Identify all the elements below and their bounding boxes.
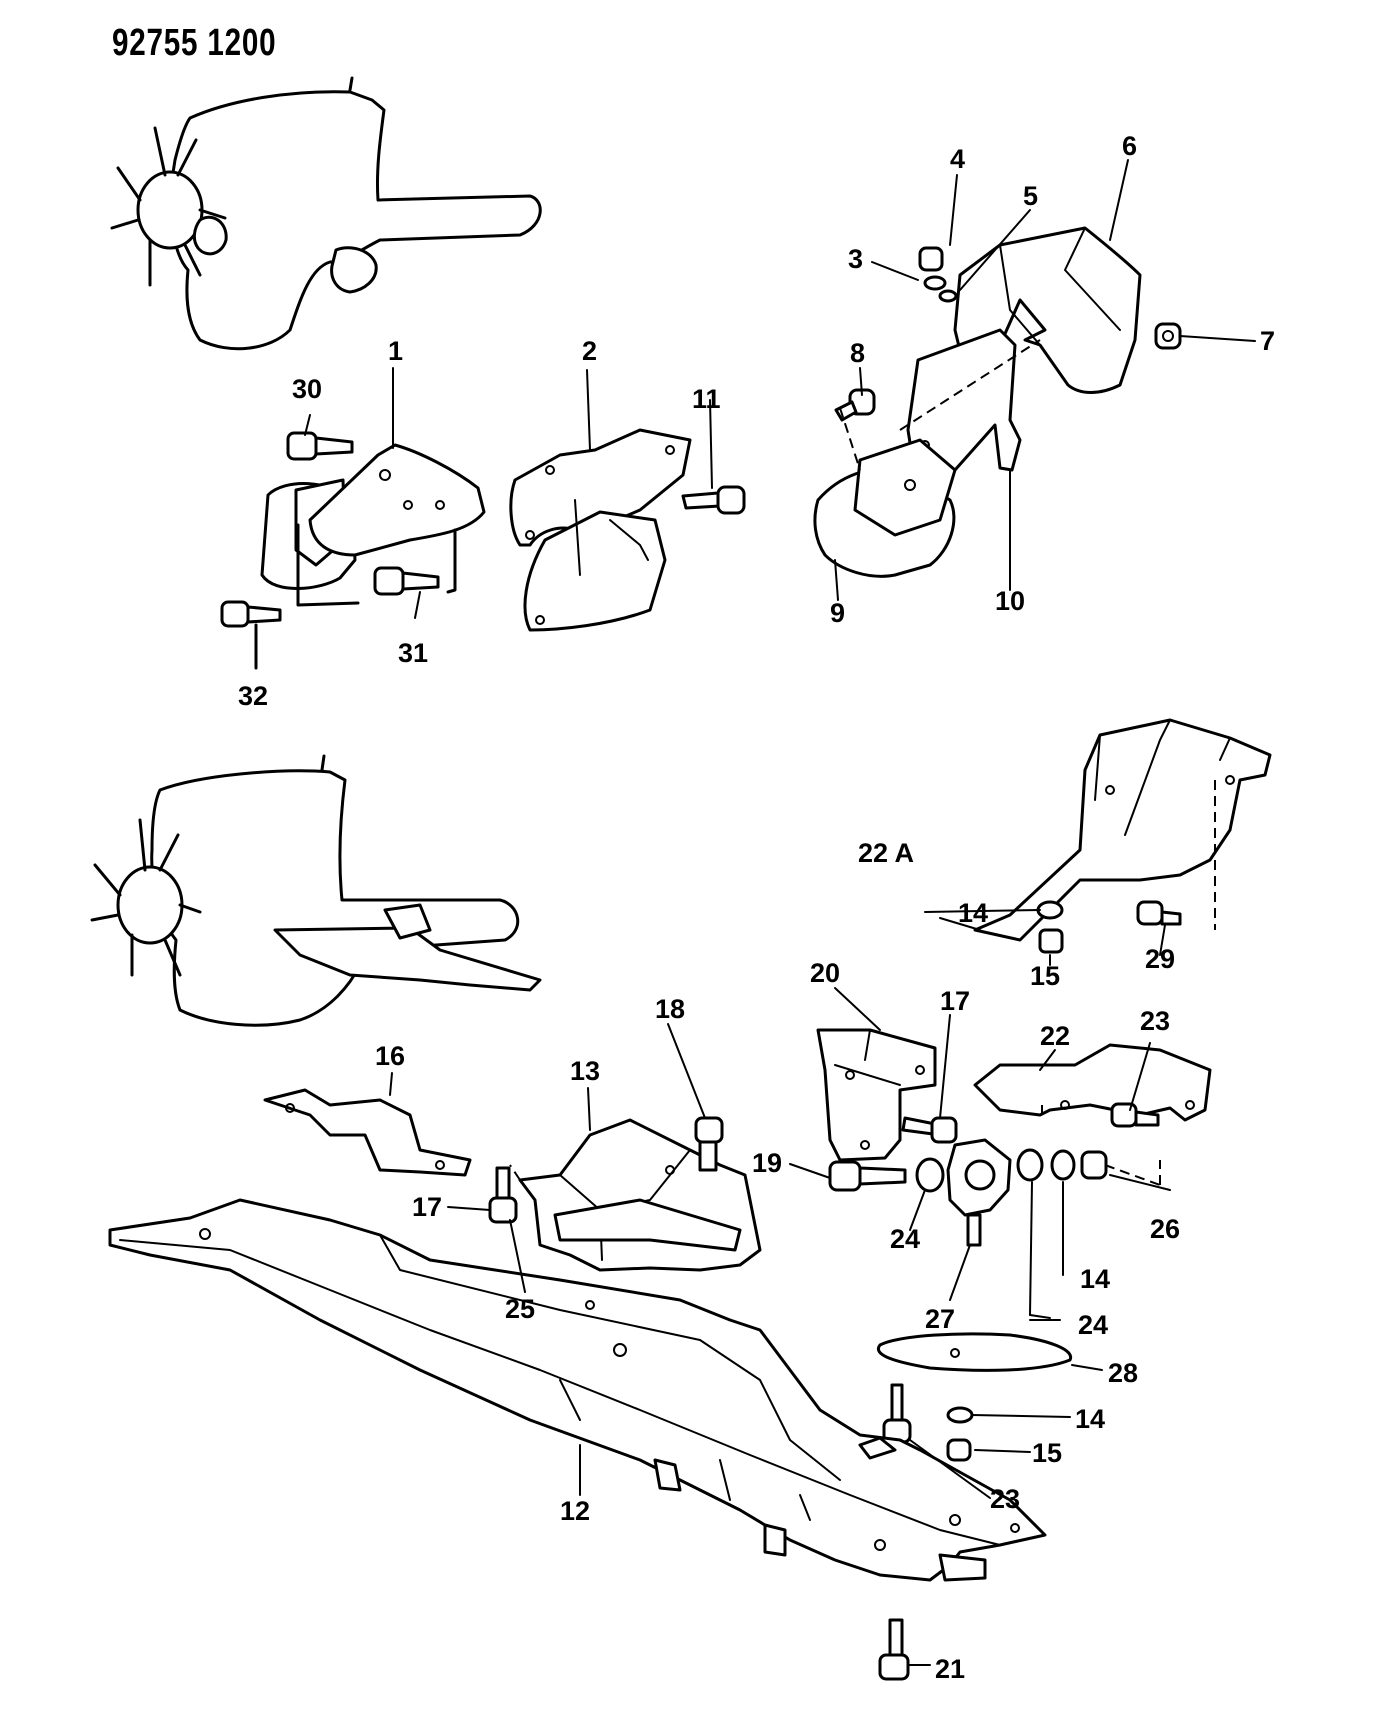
- callout-15-b: 15: [1032, 1438, 1062, 1468]
- callout-18: 18: [655, 994, 685, 1024]
- part-17-bolt-right: [901, 1116, 958, 1144]
- callout-4: 4: [950, 144, 965, 174]
- callout-17-b: 17: [940, 986, 970, 1016]
- callout-16: 16: [375, 1041, 405, 1071]
- part-7-nut: [1154, 322, 1182, 350]
- part-32-bolt: [220, 600, 282, 670]
- callout-14-b: 14: [1080, 1264, 1110, 1294]
- callout-29: 29: [1145, 944, 1175, 974]
- callout-14-c: 14: [1075, 1404, 1105, 1434]
- callout-22: 22: [1040, 1021, 1070, 1051]
- part-6-mount-bracket: [953, 226, 1142, 394]
- callout-6: 6: [1122, 131, 1137, 161]
- callout-32: 32: [238, 681, 268, 711]
- part-20-bracket: [816, 1028, 937, 1162]
- part-1-engine-mount-bracket: [260, 443, 486, 607]
- callout-1: 1: [388, 336, 403, 366]
- part-31-bolt: [373, 566, 440, 596]
- parts-23-14-15-lower-fasteners: [882, 1383, 974, 1462]
- callout-19: 19: [752, 1148, 782, 1178]
- part-9-insulator: [813, 339, 1041, 578]
- callout-7: 7: [1260, 326, 1275, 356]
- callout-13: 13: [570, 1056, 600, 1086]
- callout-8: 8: [850, 338, 865, 368]
- callout-25: 25: [505, 1294, 535, 1324]
- callout-14-a: 14: [958, 898, 988, 928]
- callout-11: 11: [692, 384, 721, 414]
- callout-17-a: 17: [412, 1192, 442, 1222]
- diagram-id-label: 92755 1200: [112, 22, 277, 64]
- part-21-bolt: [878, 1618, 910, 1681]
- part-27-insulator-assembly: [915, 1138, 1108, 1247]
- callout-23-a: 23: [1140, 1006, 1170, 1036]
- lower-engine-illustration: [90, 754, 542, 1027]
- leader-lines: [255, 159, 1256, 1666]
- part-16-bracket: [263, 1088, 472, 1177]
- part-19-bolt: [828, 1160, 907, 1192]
- part-13-mount: [518, 1118, 762, 1272]
- upper-engine-illustration: [110, 76, 542, 351]
- callout-20: 20: [810, 958, 840, 988]
- callout-3: 3: [848, 244, 863, 274]
- part-11-bolt: [681, 485, 746, 515]
- callout-24-a: 24: [890, 1224, 920, 1254]
- part-18-bolt: [694, 1116, 724, 1172]
- callout-30: 30: [292, 374, 322, 404]
- part-12-crossmember: [108, 1198, 1047, 1582]
- callout-9: 9: [830, 598, 845, 628]
- part-30-bolt: [286, 431, 354, 461]
- callout-28: 28: [1108, 1358, 1138, 1388]
- callout-2: 2: [582, 336, 597, 366]
- part-17-bolt-left: [488, 1166, 518, 1224]
- part-2-mount-bracket: [509, 428, 692, 632]
- callout-23-b: 23: [990, 1484, 1020, 1514]
- callout-27: 27: [925, 1304, 955, 1334]
- part-22a-bracket: [973, 718, 1272, 942]
- lower-fan: [90, 818, 202, 977]
- callout-5: 5: [1023, 181, 1038, 211]
- callout-22a: 22 A: [858, 838, 914, 868]
- callout-15-a: 15: [1030, 961, 1060, 991]
- parts-3-4-5-fasteners: [918, 246, 958, 303]
- upper-fan: [110, 126, 227, 287]
- callout-21: 21: [935, 1654, 965, 1684]
- callout-31: 31: [398, 638, 428, 668]
- callout-numbers: 1 2 3 4 5 6 7 8 9 10 11 30 31 32 22 A 14…: [238, 131, 1275, 1684]
- part-22-bracket: [973, 1043, 1212, 1122]
- callout-26: 26: [1150, 1214, 1180, 1244]
- callout-24-b: 24: [1078, 1310, 1108, 1340]
- callout-12: 12: [560, 1496, 590, 1526]
- callout-10: 10: [995, 586, 1025, 616]
- part-28-plate: [876, 1332, 1073, 1372]
